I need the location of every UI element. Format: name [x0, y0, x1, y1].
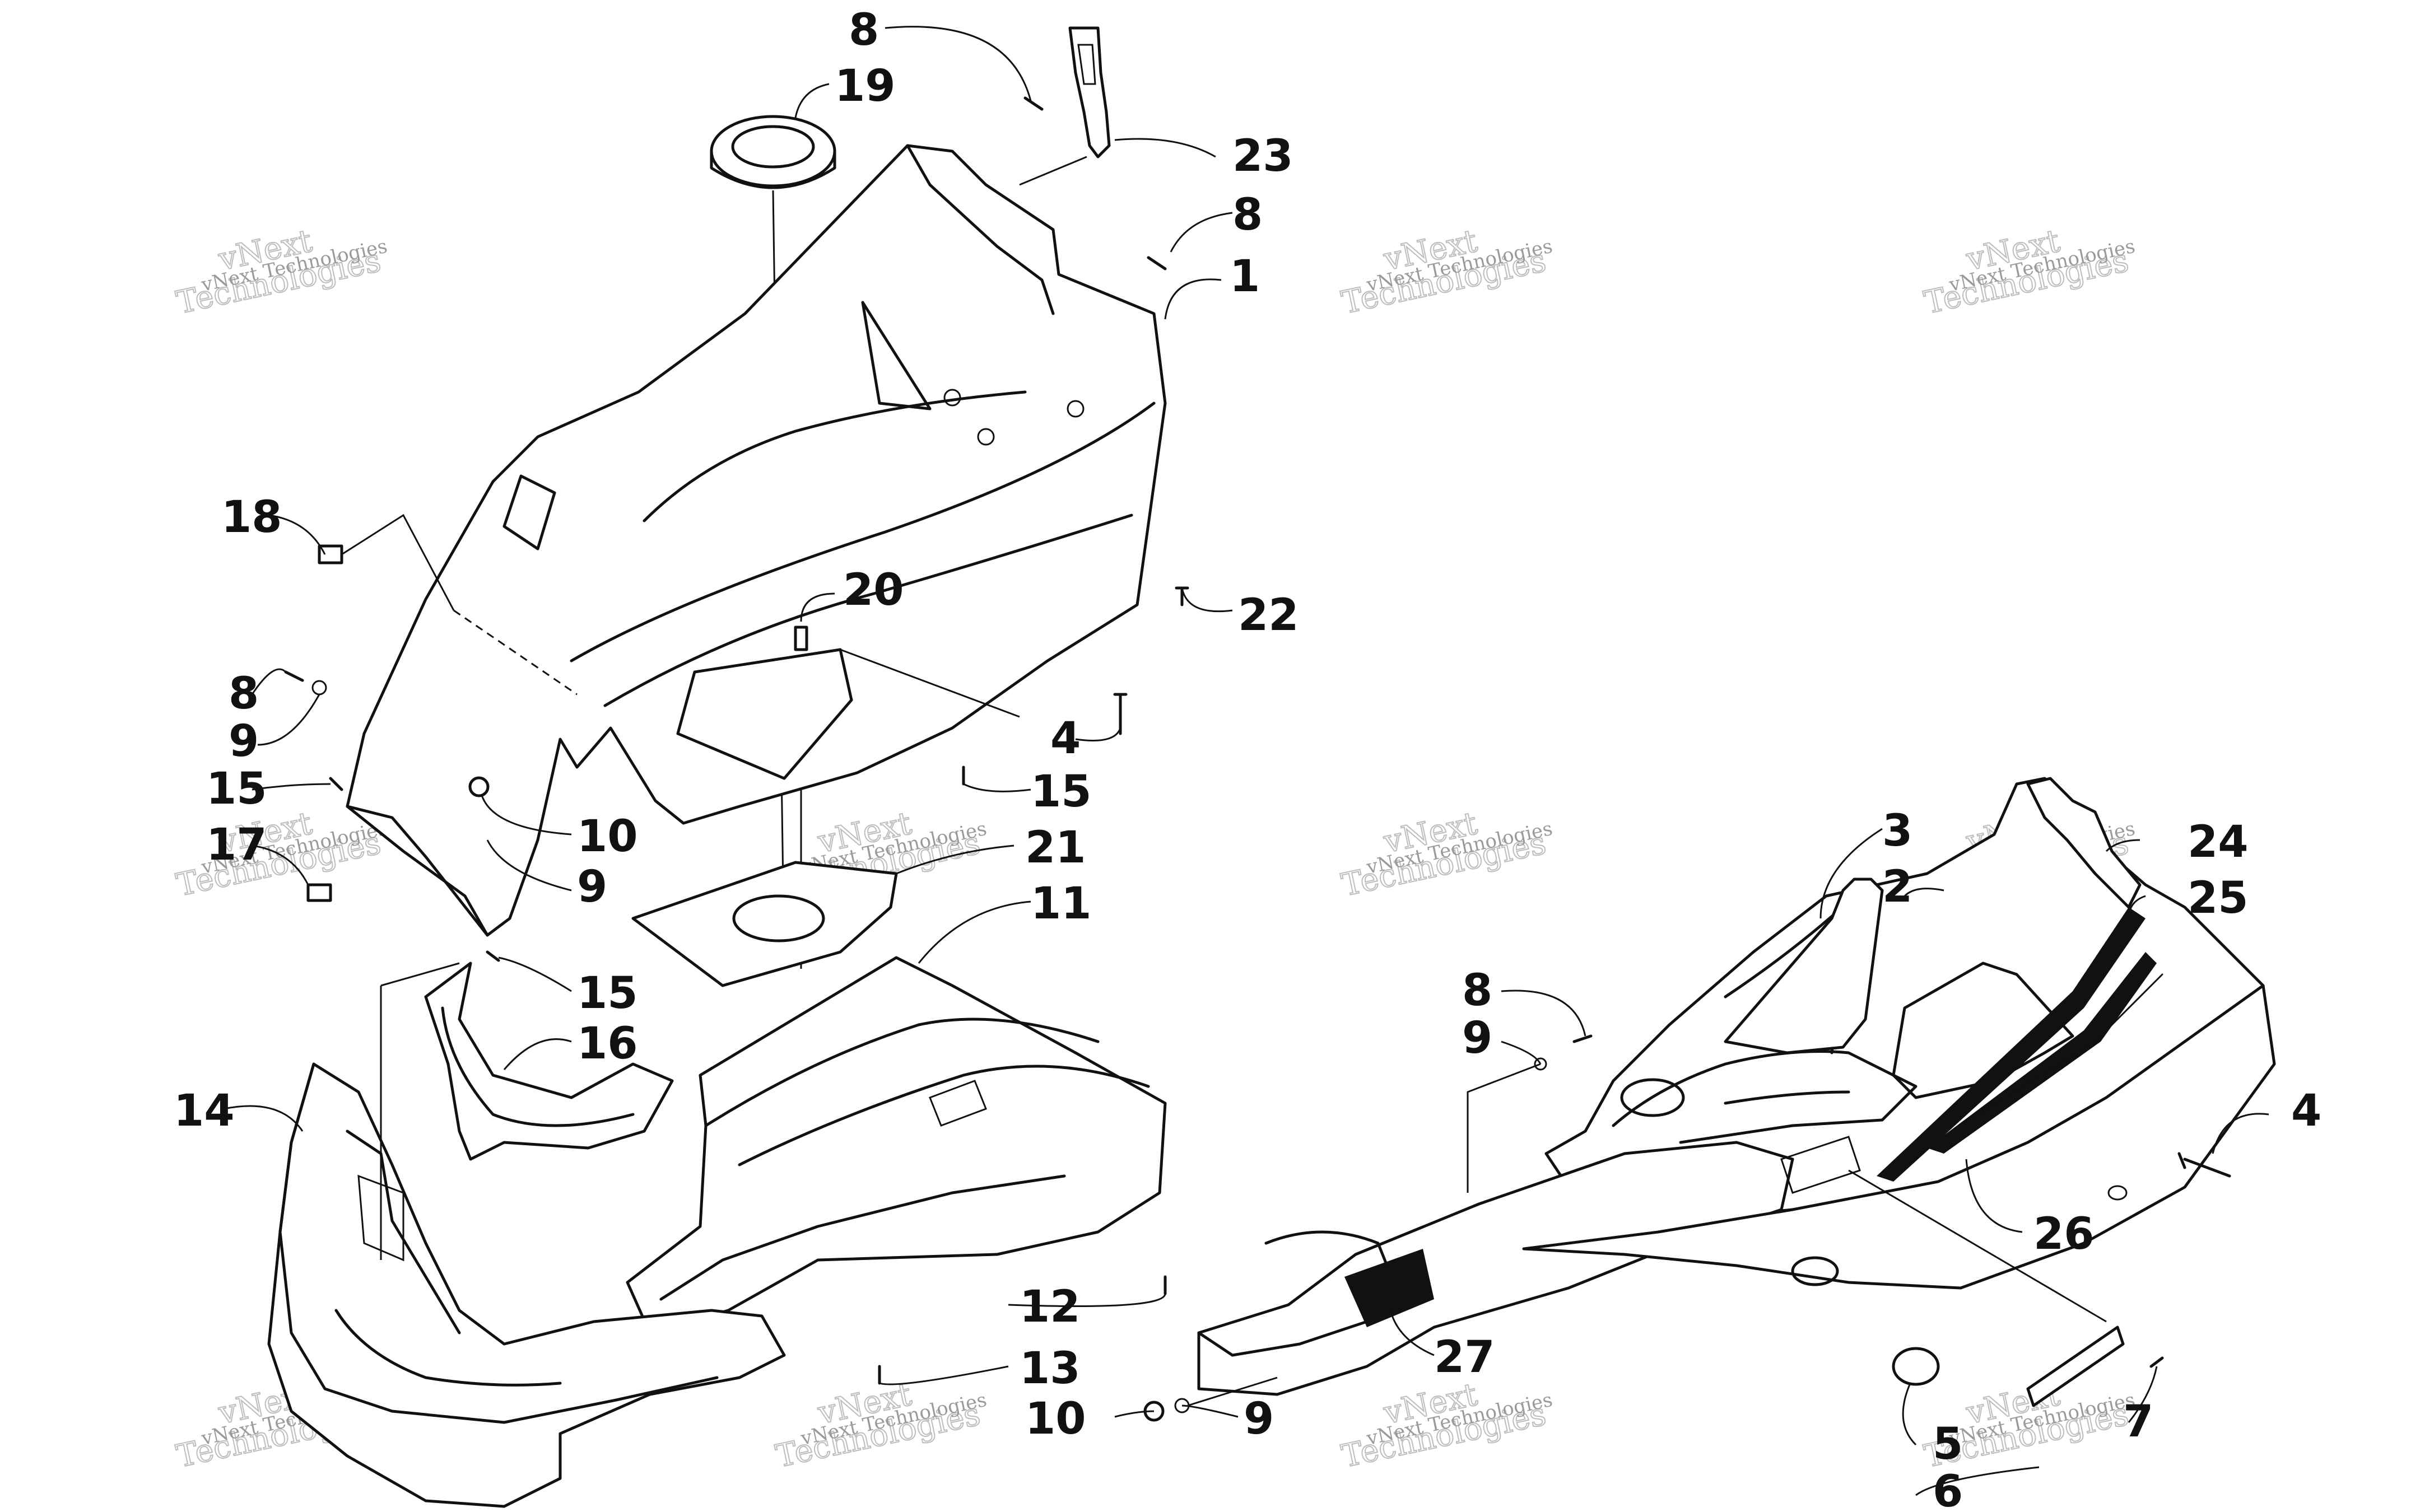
- plate-part: [631, 861, 898, 987]
- callout-8: 8: [1232, 190, 1263, 240]
- callout-16: 16: [577, 1019, 638, 1069]
- screw-icon: [486, 950, 500, 962]
- callout-labels: 8 19 23 8 1 18 20 22 8 9 4 15 15 10 17 9…: [174, 5, 2321, 1512]
- watermark: Technologies vNext Technologies vNext: [1920, 222, 2137, 322]
- callout-8: 8: [1462, 965, 1492, 1016]
- callout-9: 9: [577, 862, 607, 912]
- callout-24: 24: [2188, 817, 2249, 867]
- callout-4: 4: [2291, 1086, 2321, 1136]
- watermark: Technologies vNext Technologies vNext: [1338, 805, 1555, 904]
- callout-14: 14: [174, 1086, 235, 1136]
- side-panel-part: [626, 956, 1167, 1334]
- callout-3: 3: [1882, 806, 1912, 856]
- bumper-arm-part: [1197, 1136, 1861, 1396]
- screw-icon: [2149, 1356, 2164, 1368]
- callout-8: 8: [849, 5, 879, 55]
- callout-15: 15: [1031, 767, 1092, 817]
- callout-1: 1: [1230, 251, 1260, 302]
- callout-7: 7: [2123, 1397, 2153, 1447]
- watermark: Technologies vNext Technologies vNext: [173, 222, 389, 322]
- watermark: Technologies vNext Technologies vNext: [1338, 222, 1555, 322]
- assembly-lines: [341, 514, 2107, 1407]
- callout-9: 9: [1462, 1013, 1492, 1063]
- screw-icon: [284, 670, 304, 682]
- front-shell-part: [267, 1062, 786, 1508]
- callout-9: 9: [1244, 1394, 1274, 1444]
- callout-26: 26: [2033, 1209, 2095, 1259]
- fastener-icon: [794, 626, 808, 651]
- clip-icon: [318, 544, 343, 564]
- clip-icon: [306, 883, 332, 902]
- callout-leaders: [224, 26, 2269, 1496]
- plate-icon: [2026, 1326, 2125, 1407]
- lower-skid-part: [1522, 984, 2276, 1290]
- bracket-16-part: [424, 962, 674, 1161]
- callout-4: 4: [1050, 713, 1081, 764]
- callout-5: 5: [1933, 1419, 1963, 1469]
- callout-10: 10: [577, 811, 638, 862]
- callout-11: 11: [1031, 879, 1092, 929]
- rivet-icon: [2177, 1152, 2231, 1178]
- callout-2: 2: [1882, 862, 1912, 912]
- callout-27: 27: [1434, 1332, 1495, 1383]
- seal-ring-part: [710, 115, 836, 189]
- callout-19: 19: [835, 61, 896, 111]
- bracket-part: [1019, 26, 1111, 186]
- callout-15: 15: [206, 764, 267, 814]
- callout-13: 13: [1020, 1343, 1081, 1394]
- callout-9: 9: [229, 716, 259, 767]
- callout-20: 20: [843, 565, 904, 615]
- screw-icon: [329, 777, 343, 791]
- screw-icon: [1572, 1034, 1593, 1043]
- callout-12: 12: [1020, 1282, 1081, 1332]
- plug-icon: [1892, 1347, 1940, 1386]
- callout-6: 6: [1933, 1467, 1963, 1512]
- washer-icon: [1534, 1057, 1547, 1071]
- callout-18: 18: [221, 492, 282, 543]
- callout-25: 25: [2188, 873, 2249, 923]
- nut-icon: [468, 776, 490, 797]
- upper-belly-pan-part: [346, 144, 1167, 937]
- callout-22: 22: [1238, 590, 1299, 641]
- callout-17: 17: [206, 820, 267, 870]
- callout-23: 23: [1232, 131, 1293, 181]
- hardware-group: [284, 96, 2231, 1422]
- washer-icon: [311, 680, 327, 696]
- callout-10: 10: [1025, 1394, 1086, 1444]
- screw-icon: [1147, 256, 1167, 270]
- callout-15: 15: [577, 968, 638, 1019]
- screw-icon: [1023, 96, 1044, 111]
- rivet-icon: [1113, 693, 1128, 735]
- callout-21: 21: [1025, 823, 1086, 873]
- callout-8: 8: [229, 669, 259, 719]
- decal-stripes-part: [1877, 777, 2163, 1182]
